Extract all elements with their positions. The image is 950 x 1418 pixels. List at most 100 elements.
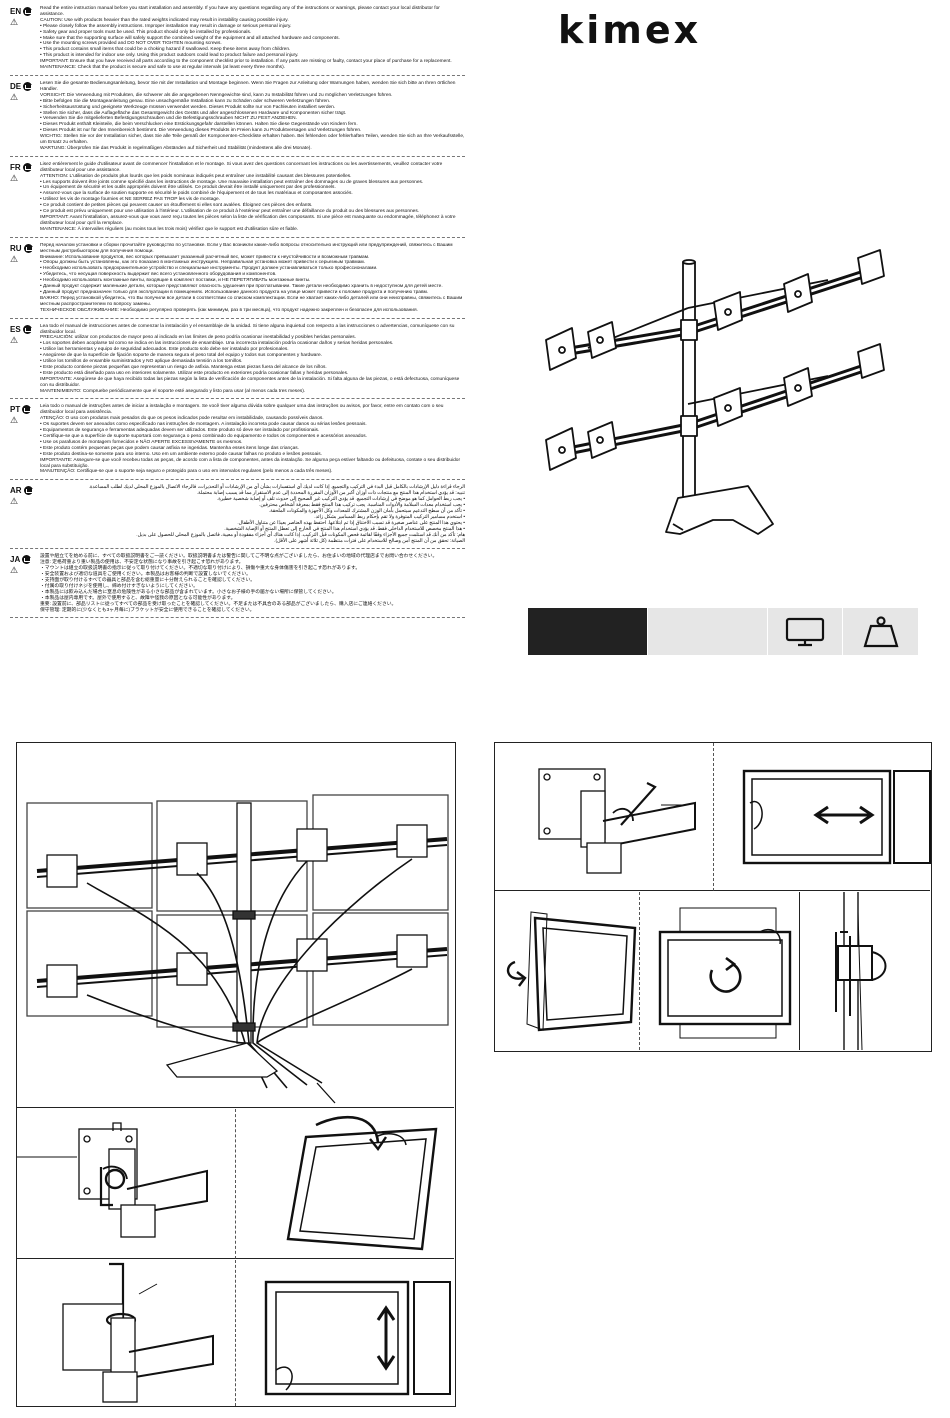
language-code: DE — [10, 81, 33, 91]
section-ar: AR⚠ الرجاء قراءة دليل الإرشادات بالكامل ق… — [10, 483, 465, 550]
instruction-line: ・安全装置および適切な道具をご使用ください。本製品はお客様の判断で設置しないでく… — [40, 572, 251, 578]
instruction-line: • يحتوي هذا المنتج على عناصر صغيرة قد تس… — [237, 520, 465, 526]
instruction-line: • يجب استخدام معدات السلامة والأدوات الم… — [259, 503, 465, 509]
section-header: PT⚠ — [10, 404, 40, 425]
weight-icon — [863, 615, 898, 647]
instruction-line: • Dieses Produkt enthält Kleinteile, die… — [40, 122, 358, 128]
read-manual-icon — [23, 81, 33, 91]
instruction-line: • Please closely follow the assembly ins… — [40, 23, 292, 29]
instruction-line: ТЕХНИЧЕСКОЕ ОБСЛУЖИВАНИЕ: Необходимо рег… — [40, 307, 418, 313]
language-code: FR — [10, 162, 32, 172]
instruction-line: Leia todo o manual de instruções antes d… — [40, 404, 444, 416]
adjustment-panel — [494, 742, 932, 1052]
instruction-line: • Este producto contiene piezas pequeñas… — [40, 364, 327, 370]
instruction-line: • Los soportes deben acoplarse tal como … — [40, 341, 394, 347]
instruction-line: Перед началом установки и сборки прочита… — [40, 242, 453, 254]
instruction-line: • Stellen Sie sicher, dass die Auflagefl… — [40, 110, 347, 116]
instruction-line: • Bitte befolgen Sie die Montageanleitun… — [40, 98, 331, 104]
language-code-text: FR — [10, 162, 21, 172]
instruction-line: • Use the mounting screws provided and D… — [40, 41, 222, 47]
instruction-line: • Utilisez les vis de montage fournies e… — [40, 197, 221, 203]
instruction-line: • This product is intended for indoor us… — [40, 53, 299, 59]
instruction-line: 保守管理: 定期的に(少なくとも3ヶ月毎に)ブラケットが安全に使用できることを確… — [40, 607, 255, 613]
cable-routing-illustration — [17, 743, 454, 1108]
read-manual-icon — [23, 486, 33, 496]
spec-dark-cell — [528, 608, 648, 655]
swivel-monitor-illustration — [235, 1260, 454, 1406]
language-code: AR — [10, 486, 33, 496]
swivel-screw-illustration — [17, 1260, 235, 1406]
instruction-line: IMPORTANTE: Asegúrese de que haya recibi… — [40, 376, 460, 388]
instruction-line: • Certifique-se que a superfície de supo… — [40, 434, 368, 439]
instruction-line: • تأكد من أن سطح التدعيم سيتحمل بأمان ال… — [268, 508, 465, 514]
instruction-line: MAINTENANCE: Check that the product is s… — [40, 65, 286, 71]
height-adjust-illustration — [495, 743, 713, 891]
language-code: ES — [10, 324, 32, 334]
horizontal-adjust-illustration — [713, 743, 931, 891]
instruction-line: • Данный продукт предназначен только для… — [40, 289, 429, 295]
brand-logo: kimex — [558, 8, 702, 52]
instruction-line: • Ce produit contient de petites pièces … — [40, 203, 313, 209]
read-manual-icon — [22, 405, 32, 415]
section-text: Lisez entièrement le guide d'utilisateur… — [40, 162, 465, 233]
language-code-text: JA — [10, 555, 21, 565]
language-code-text: ES — [10, 324, 21, 334]
language-code-text: RU — [10, 243, 22, 253]
instruction-line: Read the entire instruction manual befor… — [40, 6, 440, 17]
instruction-line: • Un équipement de sécurité et les outil… — [40, 185, 336, 191]
read-manual-icon — [22, 555, 32, 565]
read-manual-icon — [23, 7, 33, 16]
instruction-line: تنبيه: قد يؤدي استخدام هذا المنتج مع منت… — [196, 491, 465, 497]
section-text: Lesen Sie die gesamte Bedienungsanleitun… — [40, 81, 465, 152]
instruction-line: • Verwenden Sie die mitgelieferten Befes… — [40, 116, 297, 122]
section-ru: RU⚠Перед началом установки и сборки проч… — [10, 241, 465, 319]
language-code-text: EN — [10, 7, 22, 16]
instruction-line: • Use os parafusos de montagem fornecido… — [40, 439, 243, 445]
instruction-line: • Assurez-vous que la surface de soutien… — [40, 191, 353, 197]
read-manual-icon — [22, 162, 32, 172]
tilt-illustration — [495, 892, 640, 1050]
instruction-line: • Utilice los tornillos de ensamble sumi… — [40, 359, 243, 365]
instruction-line: • Ce produit est prévu uniquement pour u… — [40, 209, 420, 215]
section-en: EN⚠Read the entire instruction manual be… — [10, 4, 465, 76]
instruction-line: 重要: 設置前に、部品リストに従ってすべての部品を受け取ったことを確認してくださ… — [40, 601, 397, 607]
instruction-line: هام: تأكد من أنك قد استلمت جميع الأجزاء … — [136, 532, 465, 538]
instruction-line: • This product contains small items that… — [40, 47, 291, 53]
instruction-line: الرجاء قراءة دليل الإرشادات بالكامل قبل … — [88, 485, 465, 491]
spec-screen-cell — [768, 608, 843, 655]
instruction-line: Lisez entièrement le guide d'utilisateur… — [40, 161, 443, 173]
instruction-line: • Equipamentos de segurança e ferramenta… — [40, 428, 320, 434]
instruction-line: PRECAUCIÓN: utilizar con productos de ma… — [40, 335, 356, 341]
warning-icon: ⚠ — [10, 17, 19, 27]
instruction-line: • Este produto contém pequenas peças que… — [40, 445, 300, 451]
instruction-line: • Este produto destina-se somente para u… — [40, 451, 322, 457]
instruction-line: 注意: 定格荷重より重い製品の使用は、不安定な状態になり事故を引き起こす恐れがあ… — [40, 560, 244, 566]
tilt-screw-illustration — [17, 1109, 235, 1259]
cable-clip-illustration — [800, 892, 930, 1050]
instruction-line: • Safety gear and proper tools must be u… — [40, 29, 252, 35]
instruction-line: ・付属の取り付けネジを使用し、締め付けすぎないようにしてください。 — [40, 583, 198, 589]
section-header: FR⚠ — [10, 162, 40, 183]
section-header: AR⚠ — [10, 485, 40, 506]
section-text: 設置や組立てを始める前に、すべての取扱説明書をご一読ください。取扱説明書または警… — [40, 554, 465, 613]
instruction-line: الصيانة: تحقق من أن المنتج آمن وصالح للا… — [274, 538, 465, 544]
monitor-icon — [785, 617, 825, 646]
section-text: Leia todo o manual de instruções antes d… — [40, 404, 465, 475]
section-header: RU⚠ — [10, 243, 40, 264]
instruction-line: ・本製品は屋内専用です。屋外で使用すると、故障や怪我の原因となる可能性があります… — [40, 595, 236, 601]
section-de: DE⚠Lesen Sie die gesamte Bedienungsanlei… — [10, 79, 465, 157]
instruction-line: Lesen Sie die gesamte Bedienungsanleitun… — [40, 80, 456, 92]
safety-instructions: EN⚠Read the entire instruction manual be… — [10, 4, 465, 621]
section-ja: JA⚠設置や組立てを始める前に、すべての取扱説明書をご一読ください。取扱説明書ま… — [10, 552, 465, 619]
instruction-line: ・マウントは組立の取扱説明書の指示に従って取り付けてください。不適切な取り付けに… — [40, 566, 361, 572]
section-es: ES⚠Lea todo el manual de instrucciones a… — [10, 322, 465, 400]
instruction-line: • يجب ربط الحوامل كما هو موضح في إرشادات… — [216, 497, 465, 503]
instruction-line: IMPORTANTE: Assegure-se que você recebeu… — [40, 457, 461, 469]
section-header: EN⚠ — [10, 6, 40, 27]
warning-icon: ⚠ — [10, 172, 19, 183]
section-header: ES⚠ — [10, 324, 40, 345]
language-code-text: DE — [10, 81, 22, 91]
warning-icon: ⚠ — [10, 253, 19, 264]
instruction-line: • Dieses Produkt ist nur für den Innenbe… — [40, 128, 362, 134]
instruction-line: IMPORTANT: Ensure that you have received… — [40, 59, 452, 65]
